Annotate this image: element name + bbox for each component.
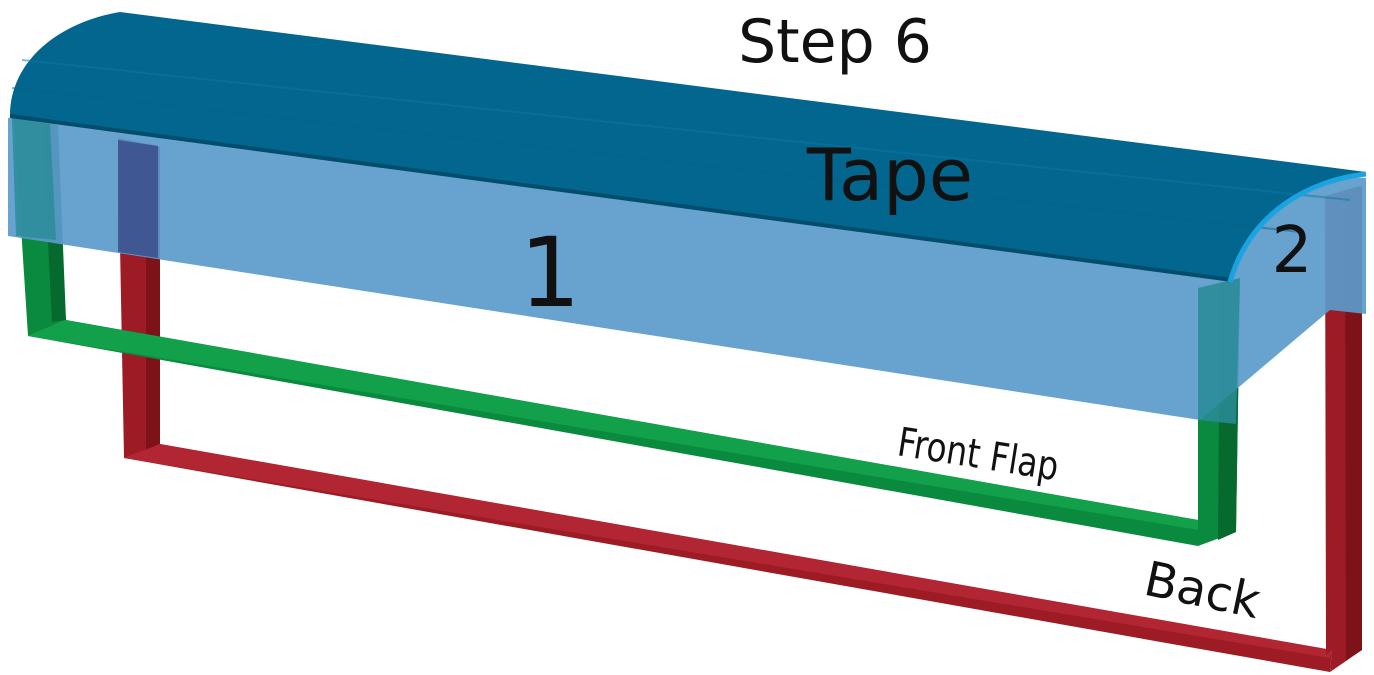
tape-label: Tape — [806, 133, 973, 217]
front-flap-bottom-bar-top — [28, 320, 1198, 530]
tape-top-surface — [10, 12, 1366, 280]
section-2-label: 2 — [1272, 214, 1313, 288]
tape-top-stripe-2 — [11, 87, 1301, 233]
tape-end-edge — [1227, 171, 1367, 283]
tape-top-underside — [9, 114, 1233, 282]
section-1-label: 1 — [519, 217, 580, 329]
diagram-title: Step 6 — [738, 7, 932, 77]
back-label: Back — [1140, 551, 1266, 630]
back-frame-bottom-bar-top — [124, 444, 1332, 658]
tape-over-front-left-post — [12, 118, 56, 240]
tape-over-back-post — [118, 140, 158, 258]
tape-top-stripe-1 — [21, 59, 1351, 201]
tape-over-front-right-post — [1198, 278, 1240, 424]
tape-roll-top — [9, 12, 1367, 283]
